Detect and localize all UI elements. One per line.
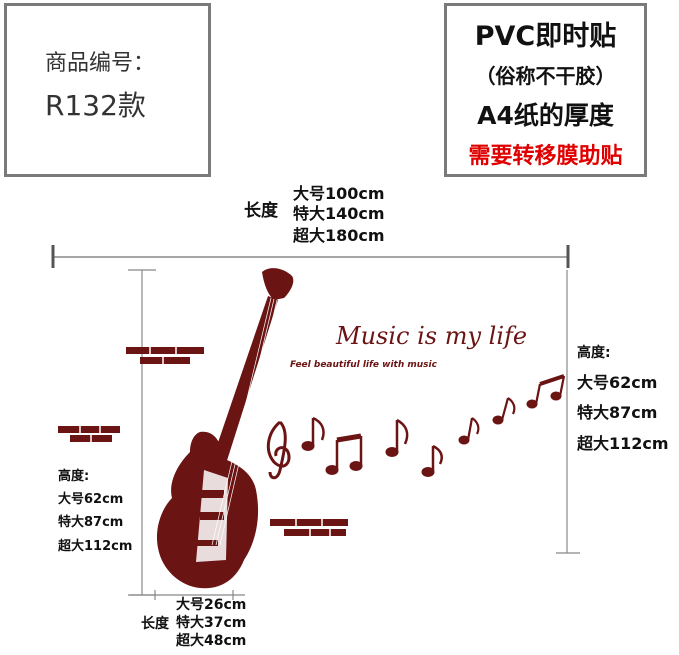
guitar-width-size-xxl: 超大48cm bbox=[176, 633, 247, 649]
material-thickness: A4纸的厚度 bbox=[477, 101, 614, 130]
material-alias: （俗称不干胶） bbox=[475, 64, 616, 88]
right-height-size-xl: 特大87cm bbox=[577, 403, 658, 422]
product-id-label: 商品编号： bbox=[45, 51, 156, 76]
material-type: PVC即时贴 bbox=[474, 21, 617, 52]
overall-width-size-large: 大号100cm bbox=[293, 184, 385, 203]
overall-width-size-xl: 特大140cm bbox=[293, 204, 385, 223]
right-height-size-large: 大号62cm bbox=[577, 373, 658, 392]
overall-width-dimension-line bbox=[51, 245, 570, 268]
right-height-dimension-line bbox=[556, 270, 580, 554]
guitar-width-dimension-line bbox=[130, 590, 245, 600]
product-id-value: R132款 bbox=[45, 89, 146, 122]
guitar-width-size-xl: 特大37cm bbox=[176, 615, 247, 631]
right-height-size-xxl: 超大112cm bbox=[577, 434, 669, 453]
left-height-title: 高度: bbox=[58, 469, 90, 484]
overall-width-size-xxl: 超大180cm bbox=[293, 226, 385, 245]
guitar-width-title: 长度 bbox=[141, 616, 169, 632]
left-height-size-xxl: 超大112cm bbox=[58, 539, 133, 554]
right-height-title: 高度: bbox=[577, 345, 611, 361]
tagline-text: Feel beautiful life with music bbox=[290, 360, 437, 370]
left-height-size-large: 大号62cm bbox=[58, 492, 124, 507]
music-notes bbox=[266, 374, 566, 480]
left-height-size-xl: 特大87cm bbox=[58, 515, 124, 530]
material-transfer-note: 需要转移膜助贴 bbox=[468, 144, 623, 169]
material-info-box bbox=[444, 3, 647, 177]
guitar-illustration bbox=[156, 268, 294, 589]
overall-width-title: 长度 bbox=[244, 201, 278, 221]
product-id-box bbox=[4, 3, 211, 177]
guitar-width-size-large: 大号26cm bbox=[176, 597, 247, 613]
slogan-text: Music is my life bbox=[336, 322, 528, 350]
